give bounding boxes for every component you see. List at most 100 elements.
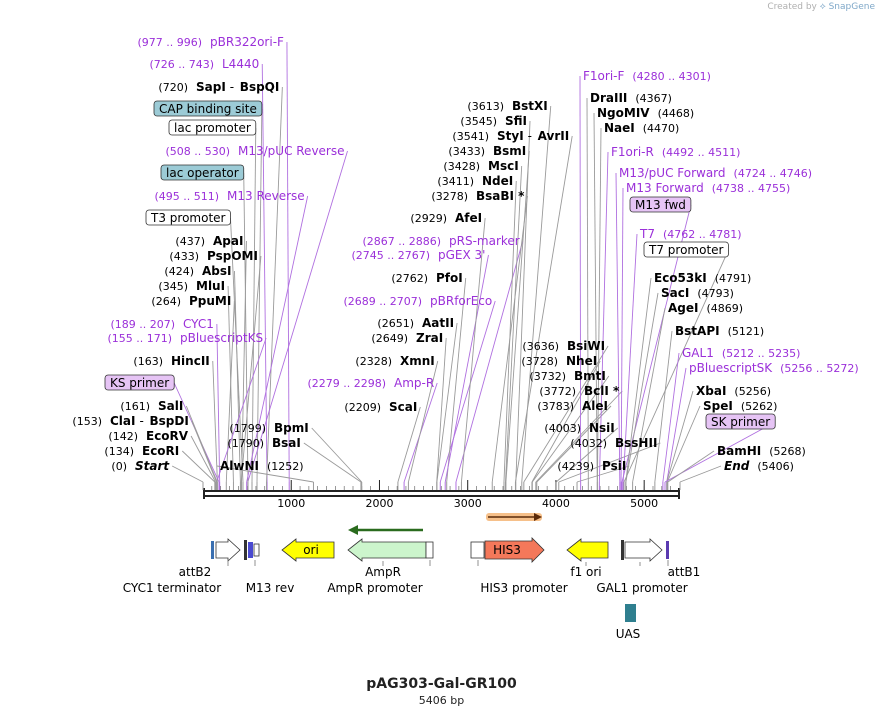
site-l4440[interactable]: (726 .. 743)L4440 [149, 57, 259, 71]
site-lac-operator[interactable]: lac operator [160, 164, 245, 181]
site-ndei[interactable]: (3411) NdeI [437, 174, 513, 188]
site-scai[interactable]: (2209)ScaI [344, 400, 417, 414]
site-m13-forward[interactable]: M13 Forward(4738 .. 4755) [626, 181, 790, 195]
site-ecorv[interactable]: (142)EcoRV [108, 429, 188, 443]
site-bsmi[interactable]: (3433)BsmI [448, 144, 526, 158]
site-bstxi[interactable]: (3613)BstXI [467, 99, 547, 113]
ampr-promoter-glyph[interactable] [425, 541, 434, 559]
site-nsii[interactable]: (4003)NsiI [544, 421, 614, 435]
site-msci[interactable]: (3428)MscI [443, 159, 518, 173]
site-m13-reverse[interactable]: (495 .. 511)M13 Reverse [154, 189, 304, 203]
leader-line [397, 406, 421, 483]
site-pbluescriptks[interactable]: (155 .. 171)pBluescriptKS [107, 331, 263, 345]
site-bsshii[interactable]: (4032)BssHII [570, 436, 657, 450]
leader-line [666, 390, 694, 483]
leader-line [303, 442, 362, 483]
site-t7-promoter[interactable]: T7 promoter [643, 241, 729, 258]
leader-line [625, 292, 659, 483]
site-nhei[interactable]: (3728)NheI [521, 354, 597, 368]
site-f1ori-f[interactable]: F1ori-F(4280 .. 4301) [583, 69, 711, 83]
site-name: pBRforEco [430, 294, 492, 308]
site-spei[interactable]: SpeI(5262) [703, 399, 777, 413]
site-mlui[interactable]: (345)MluI [158, 279, 225, 293]
leader-line [446, 277, 467, 483]
site-m13-puc-forward[interactable]: M13/pUC Forward(4724 .. 4746) [619, 166, 812, 180]
m13-rev-glyph[interactable] [248, 542, 253, 558]
site-hincii[interactable]: (163)HincII [133, 354, 209, 368]
site-xmni[interactable]: (2328)XmnI [355, 354, 434, 368]
attb1-marker [666, 541, 669, 559]
site-cap-binding-site[interactable]: CAP binding site [153, 100, 263, 117]
site-pbr322ori-f[interactable]: (977 .. 996)pBR322ori-F [137, 35, 284, 49]
f1-ori-glyph[interactable] [566, 538, 609, 562]
site-pfoi[interactable]: (2762)PfoI [391, 271, 462, 285]
site-sali[interactable]: (161)SalI [120, 399, 183, 413]
site-lac-promoter[interactable]: lac promoter [168, 119, 257, 136]
site-ks-primer[interactable]: KS primer [104, 374, 175, 391]
site-naei[interactable]: NaeI(4470) [604, 121, 679, 135]
site-agei[interactable]: AgeI(4869) [668, 301, 743, 315]
site-name: HincII [171, 354, 210, 368]
site-position: (3411) [437, 175, 474, 188]
site-bsai[interactable]: (1790)BsaI [227, 436, 300, 450]
site-t3-promoter[interactable]: T3 promoter [145, 209, 231, 226]
ampr-glyph[interactable] [347, 538, 427, 562]
site-prs-marker[interactable]: (2867 .. 2886)pRS-marker [362, 234, 519, 248]
gal1-promoter-glyph[interactable] [624, 538, 663, 562]
his3-promoter-glyph[interactable] [470, 541, 485, 559]
site-saci[interactable]: SacI(4793) [661, 286, 734, 300]
leader-line [623, 249, 729, 483]
site-ppumi[interactable]: (264)PpuMI [151, 294, 231, 308]
site-bmti[interactable]: (3732)BmtI [529, 369, 605, 383]
site-t7[interactable]: T7(4762 .. 4781) [639, 227, 742, 241]
site-clai[interactable]: (153)ClaI-BspDI [72, 414, 188, 428]
site-bsabi-[interactable]: (3278)BsaBI * [431, 189, 525, 203]
site-bcli-[interactable]: (3772)BclI * [539, 384, 620, 398]
site-end[interactable]: End(5406) [724, 459, 794, 473]
site-pbrforeco[interactable]: (2689 .. 2707)pBRforEco [343, 294, 492, 308]
site-bamhi[interactable]: BamHI(5268) [717, 444, 806, 458]
site-sapi[interactable]: (720)SapI-BspQI [158, 80, 279, 94]
site-zrai[interactable]: (2649)ZraI [371, 331, 443, 345]
ori-glyph[interactable] [281, 538, 335, 562]
site-psii[interactable]: (4239)PsiI [557, 459, 626, 473]
site-alwni[interactable]: AlwNI(1252) [220, 459, 304, 473]
site-start[interactable]: (0)Start [111, 459, 170, 473]
site-afei[interactable]: (2929)AfeI [410, 211, 482, 225]
site-position: (508 .. 530) [165, 145, 230, 158]
site-name: MscI [488, 159, 519, 173]
site-name: BsaI [272, 436, 301, 450]
site-name: NdeI [482, 174, 513, 188]
site-gal1[interactable]: GAL1(5212 .. 5235) [682, 346, 800, 360]
site-draiii[interactable]: DraIII(4367) [590, 91, 672, 105]
site-styi[interactable]: (3541)StyI-AvrII [452, 129, 569, 143]
site-xbai[interactable]: XbaI(5256) [696, 384, 771, 398]
site-pspomi[interactable]: (433)PspOMI [169, 249, 258, 263]
site-cyc1[interactable]: (189 .. 207)CYC1 [110, 317, 213, 331]
site-ecori[interactable]: (134)EcoRI [104, 444, 179, 458]
site-m13-puc-reverse[interactable]: (508 .. 530)M13/pUC Reverse [165, 144, 344, 158]
site-ngomiv[interactable]: NgoMIV(4468) [597, 106, 694, 120]
site-apai[interactable]: (437)ApaI [175, 234, 243, 248]
his3-glyph[interactable] [484, 537, 545, 563]
site-aatii[interactable]: (2651)AatII [377, 316, 454, 330]
site-bstapi[interactable]: BstAPI(5121) [675, 324, 764, 338]
site-m13-fwd[interactable]: M13 fwd [629, 196, 692, 213]
site-absi[interactable]: (424)AbsI [164, 264, 231, 278]
uas-glyph[interactable] [625, 604, 636, 622]
site-alei[interactable]: (3783)AleI [537, 399, 608, 413]
site-f1ori-r[interactable]: F1ori-R(4492 .. 4511) [611, 145, 740, 159]
site-name: PfoI [436, 271, 463, 285]
leader-line [666, 367, 687, 483]
site-bpmi[interactable]: (1799)BpmI [229, 421, 308, 435]
feature-label: AmpR promoter [327, 581, 422, 595]
site-name: AfeI [455, 211, 482, 225]
cyc1-terminator-glyph[interactable] [215, 538, 241, 562]
site-bsiwi[interactable]: (3636)BsiWI [522, 339, 605, 353]
site-pgex-3-[interactable]: (2745 .. 2767)pGEX 3' [351, 248, 485, 262]
site-sfii[interactable]: (3545)SfiI [460, 114, 527, 128]
site-sk-primer[interactable]: SK primer [705, 413, 776, 430]
site-pbluescriptsk[interactable]: pBluescriptSK(5256 .. 5272) [689, 361, 859, 375]
site-amp-r[interactable]: (2279 .. 2298)Amp-R [307, 376, 434, 390]
site-eco53ki[interactable]: Eco53kI(4791) [654, 271, 751, 285]
